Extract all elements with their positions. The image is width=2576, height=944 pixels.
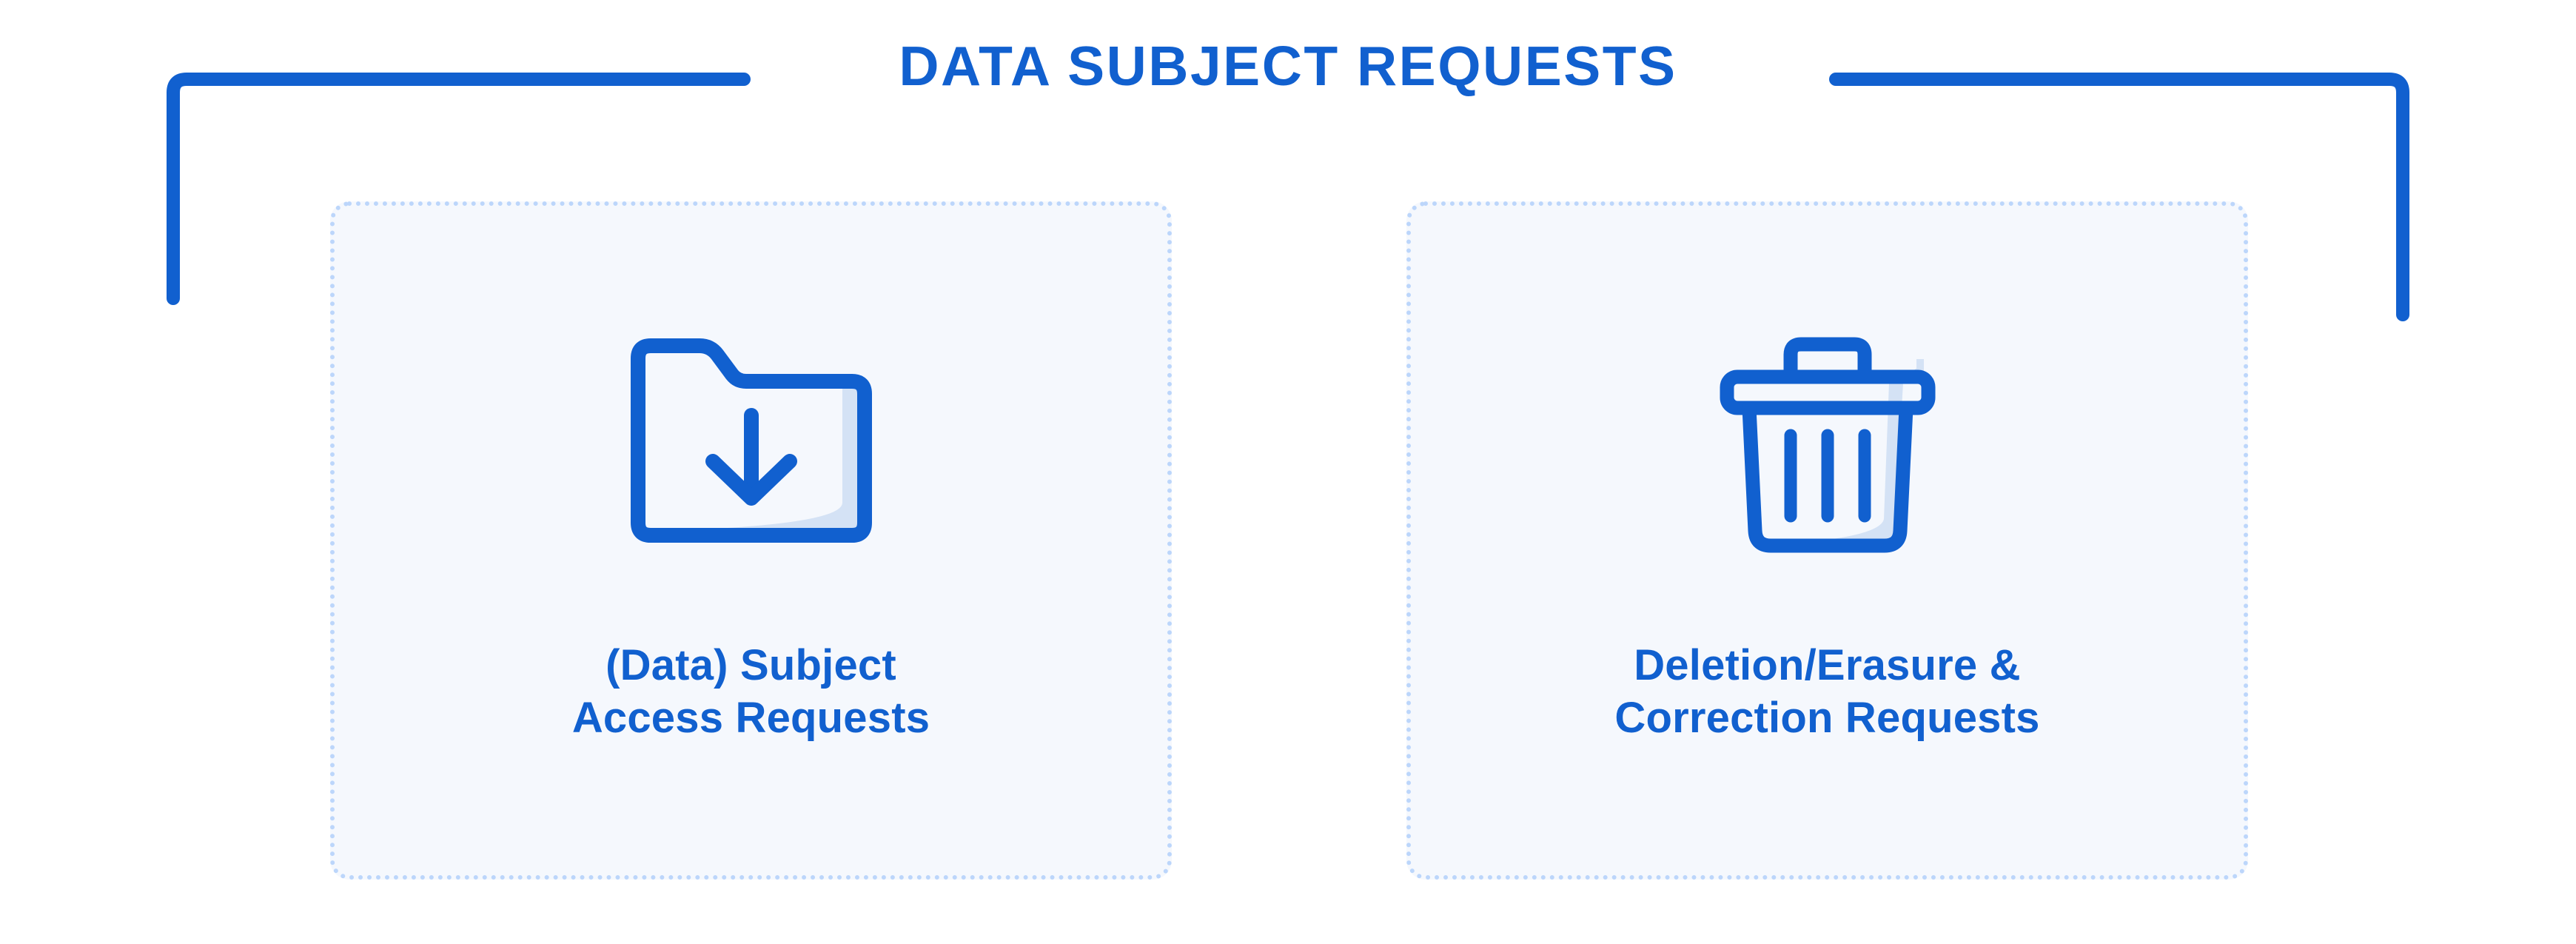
page-title: DATA SUBJECT REQUESTS: [899, 35, 1677, 97]
folder-download-icon-wrap: [620, 318, 882, 563]
folder-arrow-head: [705, 454, 797, 506]
card-deletion-erasure-correction-requests[interactable]: Deletion/Erasure & Correction Requests: [1406, 201, 2248, 880]
trash-delete-icon: [1720, 337, 1935, 553]
trash-inner-shadow: [1771, 383, 1903, 545]
card-label-deletion-erasure-correction-requests: Deletion/Erasure & Correction Requests: [1614, 641, 2040, 742]
card-label-data-subject-access-requests: (Data) Subject Access Requests: [571, 641, 930, 742]
trash-handle: [1783, 337, 1871, 384]
folder-download-icon: [630, 338, 872, 543]
folder-inner-shadow: [664, 386, 862, 531]
trash-delete-icon-wrap: [1709, 318, 1946, 563]
trash-lid: [1720, 369, 1935, 415]
folder-outline: [630, 338, 872, 543]
trash-body: [1742, 401, 1913, 553]
card-data-subject-access-requests[interactable]: (Data) Subject Access Requests: [330, 201, 1172, 880]
